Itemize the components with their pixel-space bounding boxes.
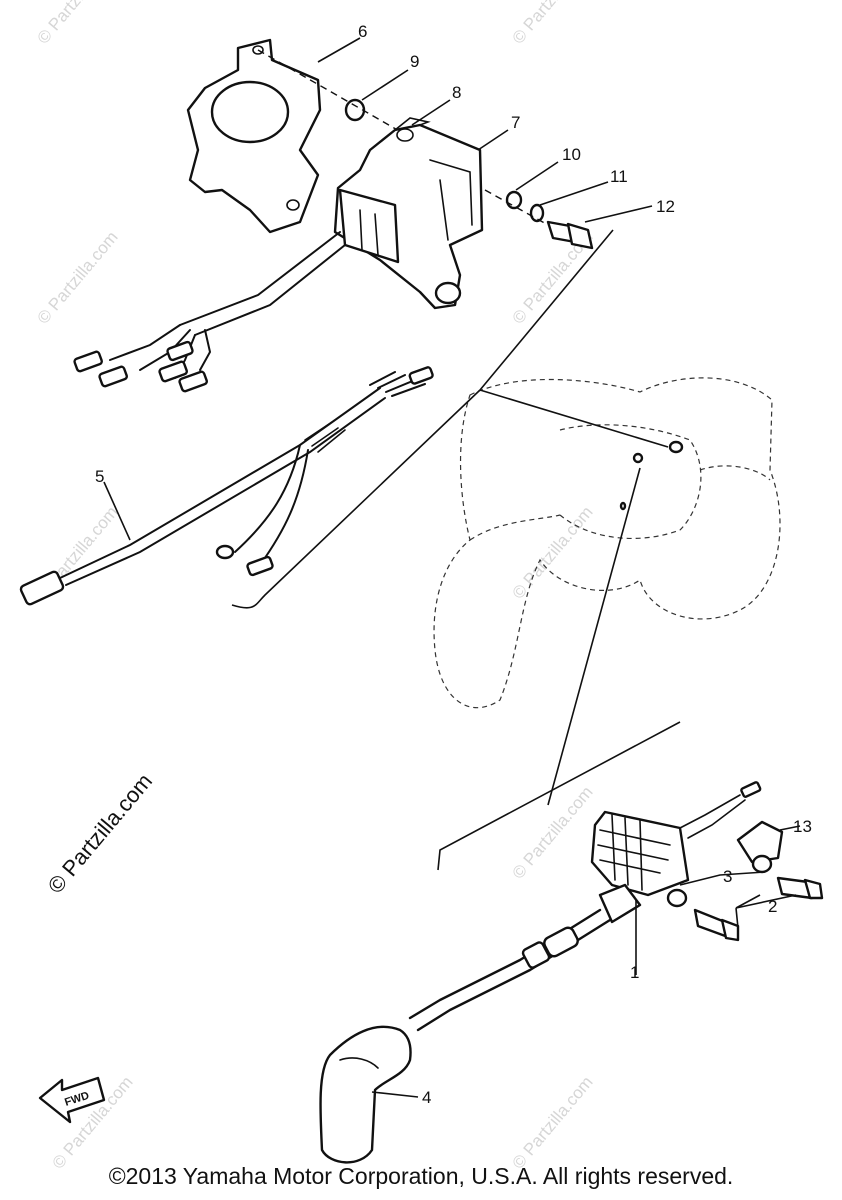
callout-11: 11 [610,167,628,186]
watermark-main: © Partzilla.com [43,769,157,899]
coil-harness [73,231,346,393]
bolt-part-12 [546,220,594,250]
coil-assembly-part-7 [333,117,484,310]
collar-part-9 [344,98,366,122]
callout-9: 9 [410,52,419,71]
callout-10: 10 [562,145,581,164]
callout-2: 2 [768,897,777,916]
watermark: © Partzilla.com [34,0,122,48]
watermark: © Partzilla.com [509,1073,597,1173]
high-tension-lead [408,908,612,1032]
callout-6: 6 [358,22,367,41]
callout-1: 1 [630,963,639,982]
washer-part-10 [505,190,523,210]
callout-7: 7 [511,113,520,132]
motorcycle-outline [433,377,781,709]
watermark: © Partzilla.com [509,783,597,883]
callout-4: 4 [422,1088,431,1107]
bolt-part-2 [693,876,824,942]
location-pointers [231,229,681,871]
watermark: © Partzilla.com [34,228,122,328]
watermark: © Partzilla.com [509,0,597,48]
wire-harness-part-5 [19,366,434,606]
mount-point [619,501,627,511]
fwd-arrow: FWD [38,1076,106,1124]
ignition-coil-part-1 [590,781,762,924]
callout-3: 3 [723,867,732,886]
callouts: 6 9 8 7 10 11 12 5 13 3 2 1 4 [95,22,812,1107]
copyright-notice: ©2013 Yamaha Motor Corporation, U.S.A. A… [108,1163,734,1189]
callout-leaders [103,37,801,1098]
washer-part-3 [751,854,773,874]
callout-5: 5 [95,467,104,486]
washer-part-3 [666,888,688,908]
plug-cap-part-4 [319,1025,412,1164]
cap-part-13 [736,820,784,864]
callout-13: 13 [793,817,812,836]
washer-part-11 [529,203,545,223]
bracket-part-6 [186,38,322,234]
callout-8: 8 [452,83,461,102]
callout-12: 12 [656,197,675,216]
mount-point [632,452,644,464]
mount-point [668,440,684,454]
